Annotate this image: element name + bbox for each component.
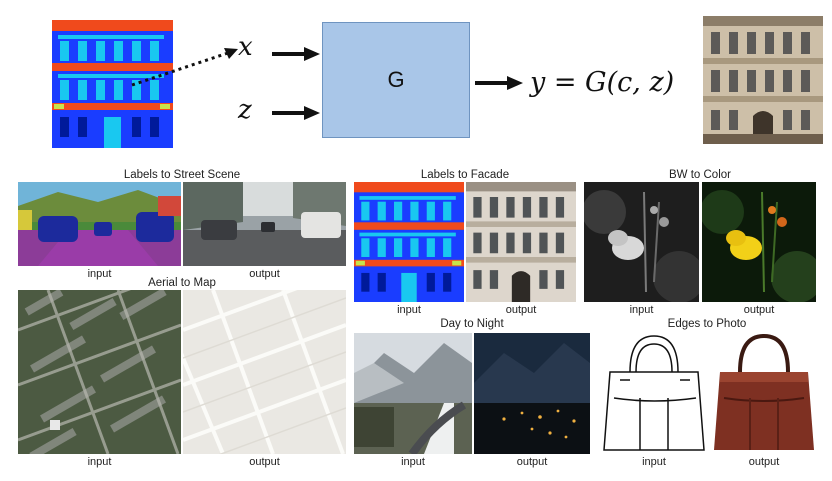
bag-photo-image bbox=[712, 330, 816, 454]
caption-daynight-input: input bbox=[401, 456, 425, 468]
equation-func: G bbox=[585, 67, 607, 98]
generated-facade-image bbox=[703, 16, 823, 144]
equation-args: (c, z) bbox=[606, 67, 675, 98]
panel-title-bw: BW to Color bbox=[669, 169, 731, 181]
dotted-arrow bbox=[131, 48, 238, 87]
caption-facade-output: output bbox=[505, 304, 537, 316]
aerial-photo-image bbox=[18, 290, 181, 454]
color-output-image bbox=[702, 182, 816, 302]
day-input-image bbox=[354, 333, 472, 454]
caption-aerial-output: output bbox=[249, 456, 280, 468]
caption-aerial-input: input bbox=[87, 456, 112, 468]
generator-label: G bbox=[387, 67, 405, 92]
bag-edges-image bbox=[600, 330, 708, 454]
bw-input-image bbox=[584, 182, 699, 302]
facade-photo-image bbox=[466, 182, 576, 302]
panel-title-facade: Labels to Facade bbox=[420, 169, 510, 181]
z-symbol: z bbox=[238, 95, 252, 125]
arrow-g-to-y bbox=[475, 76, 523, 90]
x-symbol: x bbox=[238, 32, 253, 62]
output-equation: y = G(c, z) bbox=[530, 67, 674, 98]
arrow-z-to-g bbox=[272, 106, 320, 120]
street-photo-image bbox=[183, 182, 346, 266]
panel-title-daynight: Day to Night bbox=[440, 318, 504, 330]
caption-street-input: input bbox=[87, 268, 112, 280]
caption-edges-input: input bbox=[642, 456, 666, 468]
generator-box: G bbox=[322, 22, 470, 138]
map-output-image bbox=[183, 290, 346, 454]
street-label-image bbox=[18, 182, 181, 266]
panel-title-edges: Edges to Photo bbox=[667, 318, 747, 330]
caption-edges-output: output bbox=[748, 456, 780, 468]
arrow-x-to-g bbox=[272, 47, 320, 61]
caption-facade-input: input bbox=[397, 304, 421, 316]
facade-label-map-image bbox=[52, 20, 173, 148]
panel-title-aerial: Aerial to Map bbox=[148, 277, 216, 289]
caption-daynight-output: output bbox=[516, 456, 548, 468]
equation-prefix: y = bbox=[530, 67, 586, 98]
night-output-image bbox=[474, 333, 590, 454]
caption-street-output: output bbox=[249, 268, 280, 280]
caption-bw-input: input bbox=[629, 304, 654, 316]
facade-label-small-image bbox=[354, 182, 464, 302]
caption-bw-output: output bbox=[743, 304, 775, 316]
panel-title-street: Labels to Street Scene bbox=[123, 169, 241, 181]
